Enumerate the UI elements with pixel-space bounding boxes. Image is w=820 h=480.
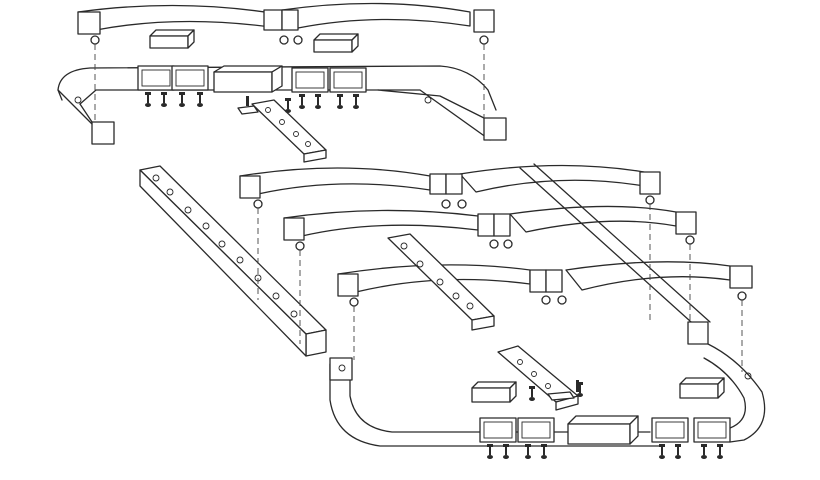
screw-set — [145, 92, 723, 459]
top-hinge-plate — [237, 96, 259, 115]
screw — [315, 94, 321, 109]
screw — [525, 444, 531, 459]
spring-bar-row-2 — [283, 205, 697, 251]
screw — [717, 444, 723, 459]
top-spacer-block-right — [313, 33, 359, 53]
screw — [487, 444, 493, 459]
lower-clamp-bracket-1 — [479, 417, 517, 443]
lower-hinge-plate — [547, 380, 579, 401]
lower-clamp-bracket-3 — [651, 417, 689, 443]
screw — [701, 444, 707, 459]
top-clamp-bracket-1 — [137, 65, 175, 91]
top-spacer-block-left — [149, 29, 195, 49]
lower-spacer-block-right — [679, 377, 725, 399]
screw — [675, 444, 681, 459]
screw — [337, 94, 343, 109]
middle-perforated-plate — [387, 233, 495, 331]
lower-center-block — [567, 415, 639, 445]
lower-clamp-bracket-2 — [517, 417, 555, 443]
top-center-block — [213, 65, 283, 93]
top-clamp-bracket-3 — [291, 67, 329, 93]
top-clamp-bracket-4 — [329, 67, 367, 93]
spring-bar-row-1 — [239, 164, 661, 209]
screw — [353, 94, 359, 109]
top-assembly — [57, 2, 507, 163]
rear-rail — [519, 163, 711, 345]
lower-assembly — [139, 163, 766, 447]
screw — [529, 386, 535, 401]
screw — [659, 444, 665, 459]
lower-spacer-block-left — [471, 381, 517, 403]
screw — [503, 444, 509, 459]
screw — [197, 92, 203, 107]
screw — [577, 382, 583, 397]
screw — [541, 444, 547, 459]
screw — [161, 92, 167, 107]
top-u-frame — [57, 65, 507, 145]
long-perforated-bar — [139, 165, 327, 357]
top-slotted-plate — [251, 99, 327, 163]
screw — [299, 94, 305, 109]
lower-u-frame — [329, 343, 766, 447]
screw — [145, 92, 151, 107]
screw — [285, 98, 291, 113]
top-clamp-bracket-2 — [171, 65, 209, 91]
top-spring-bar — [77, 2, 495, 45]
lower-clamp-bracket-4 — [693, 417, 731, 443]
screw — [179, 92, 185, 107]
